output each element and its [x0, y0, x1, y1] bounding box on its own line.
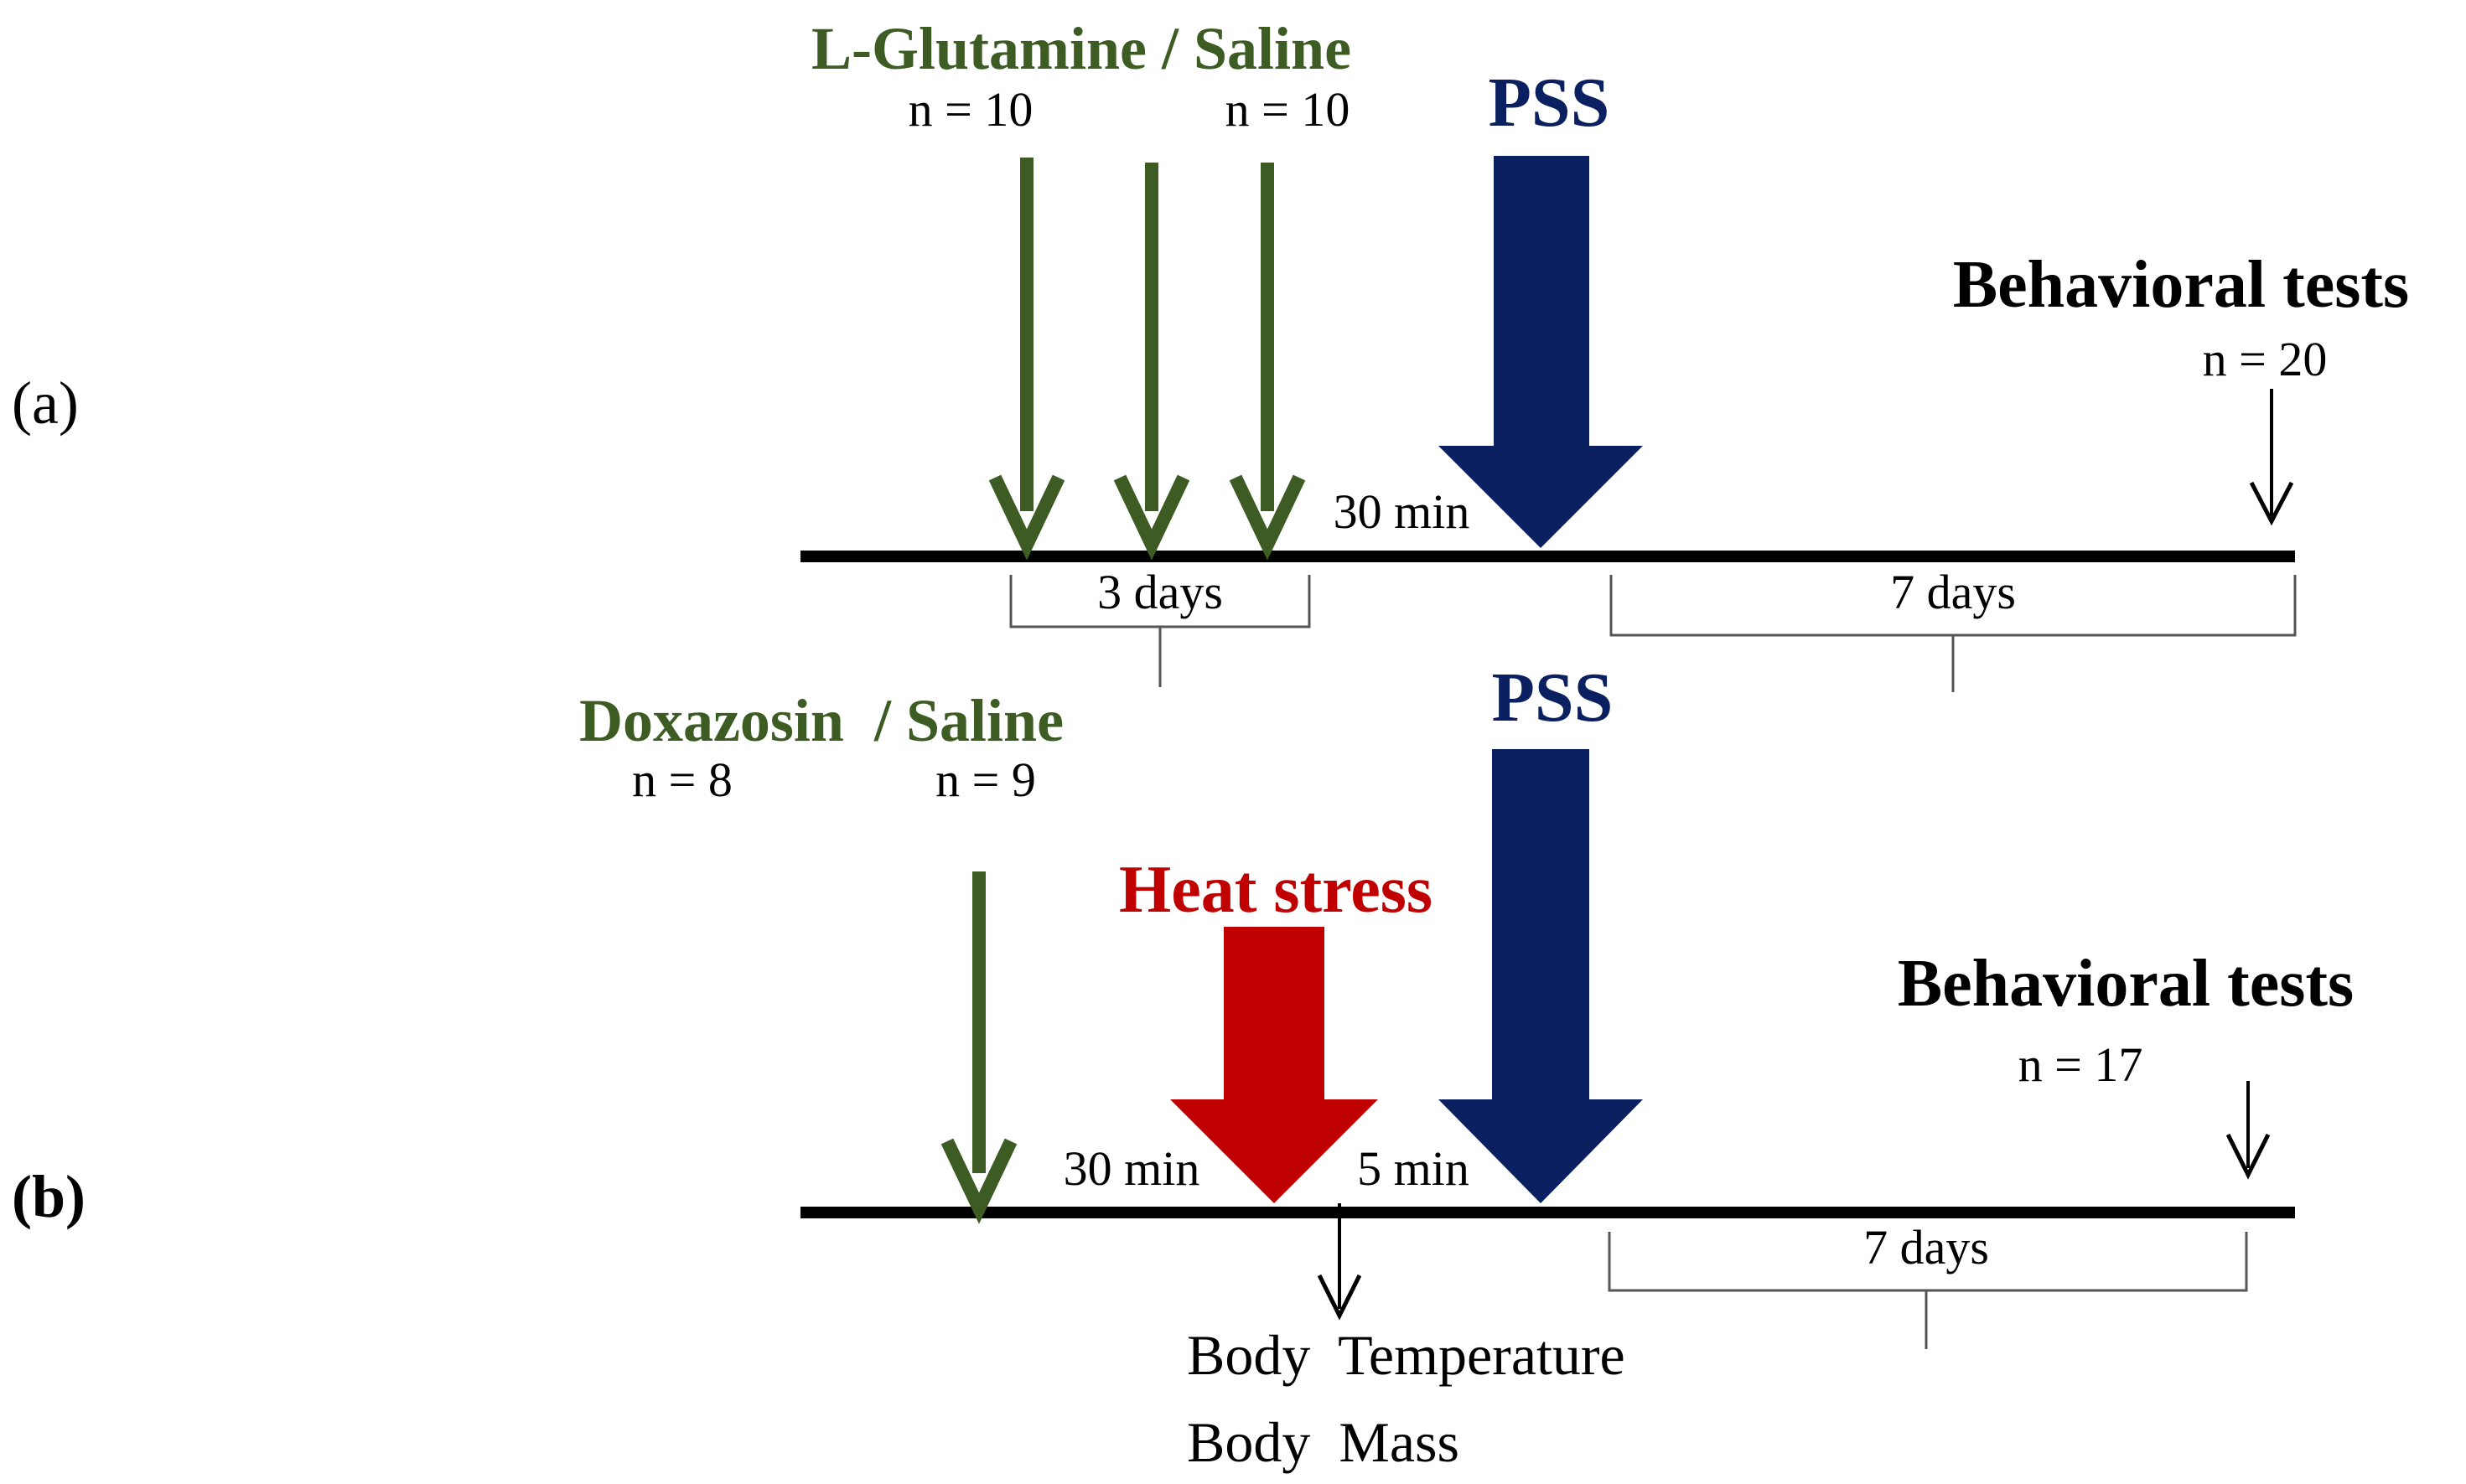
- panel-b-behavioral-n: n = 17: [2018, 1037, 2143, 1092]
- panel-b-interval-5min: 5 min: [1357, 1141, 1469, 1196]
- panel-b-pss-label: PSS: [1492, 659, 1614, 737]
- panel-a-behavioral-arrow: [2249, 389, 2294, 526]
- panel-b-heat-label: Heat stress: [1119, 853, 1432, 927]
- panel-b-brace-7days-label: 7 days: [1863, 1220, 1989, 1275]
- panel-a-behavioral-n: n = 20: [2203, 332, 2328, 386]
- panel-b-label: (b): [12, 1163, 85, 1230]
- panel-b-heat-arrow: [1170, 927, 1378, 1203]
- panel-b-treatment-title: Doxazosin / Saline: [579, 687, 1064, 754]
- panel-a-behavioral-title: Behavioral tests: [1953, 248, 2409, 322]
- panel-b-n-left: n = 8: [632, 752, 733, 807]
- panel-a-brace-3days-label: 3 days: [1097, 565, 1223, 619]
- panel-a-n-left: n = 10: [909, 82, 1034, 137]
- panel-a-brace-3days: [1009, 575, 1311, 687]
- panel-a-injection-arrow-1: [988, 158, 1065, 561]
- panel-b-measurement-arrow: [1317, 1203, 1362, 1321]
- panel-a-label: (a): [12, 370, 79, 437]
- panel-b-measure-mass: Body Mass: [1187, 1410, 1459, 1474]
- panel-a-injection-arrow-2: [1113, 163, 1190, 561]
- panel-a-injection-arrow-3: [1229, 163, 1306, 561]
- panel-b-behavioral-title: Behavioral tests: [1898, 947, 2354, 1021]
- panel-b: (b) Doxazosin / Saline n = 8 n = 9 30 mi…: [12, 659, 2354, 1474]
- panel-a-brace-7days-label: 7 days: [1890, 565, 2016, 619]
- panel-b-brace-7days: [1608, 1232, 2248, 1349]
- panel-a: (a) L-Glutamine / Saline n = 10 n = 10 3…: [12, 15, 2409, 692]
- panel-a-treatment-title: L-Glutamine / Saline: [811, 15, 1351, 82]
- panel-b-measure-temperature: Body Temperature: [1187, 1323, 1625, 1387]
- panel-a-n-right: n = 10: [1225, 82, 1350, 137]
- panel-b-pss-arrow: [1438, 749, 1643, 1203]
- panel-a-pss-label: PSS: [1489, 64, 1610, 142]
- panel-b-interval-30min: 30 min: [1064, 1141, 1200, 1196]
- panel-b-n-right: n = 9: [935, 752, 1036, 807]
- panel-a-brace-7days: [1609, 575, 2297, 692]
- panel-a-interval-30min: 30 min: [1334, 484, 1470, 539]
- panel-a-pss-arrow: [1438, 156, 1643, 548]
- panel-b-injection-arrow: [940, 871, 1018, 1224]
- panel-b-behavioral-arrow: [2225, 1081, 2271, 1180]
